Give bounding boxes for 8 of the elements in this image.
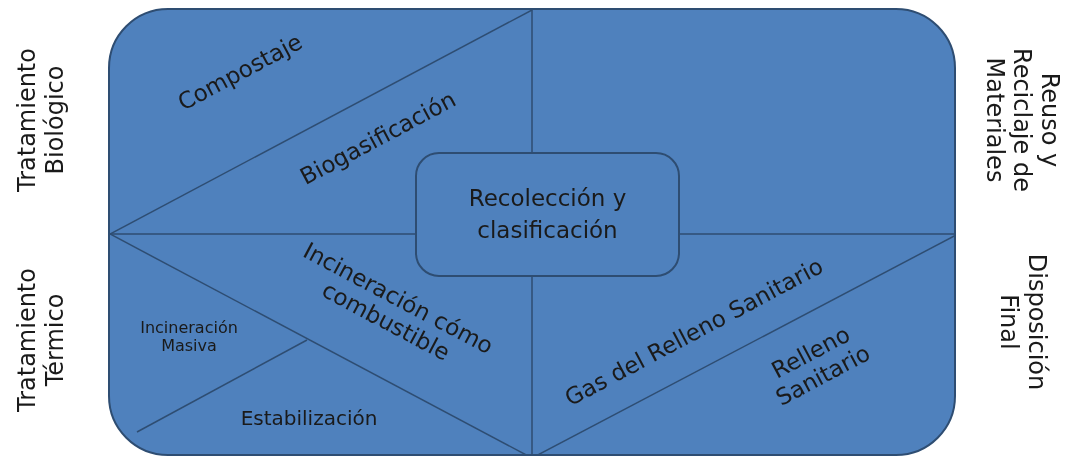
category-label: Tratamiento Térmico <box>14 267 70 414</box>
category-label: Tratamiento Biológico <box>14 47 70 194</box>
box-label: Recolección y clasificación <box>467 184 628 245</box>
region-label: Incineración Masiva <box>139 318 239 356</box>
category-label: Disposición Final <box>994 252 1050 393</box>
region-label: Estabilización <box>239 406 379 430</box>
rounded-panel <box>108 8 956 456</box>
category-label: Reuso y Reciclaje de Materiales <box>980 47 1064 194</box>
